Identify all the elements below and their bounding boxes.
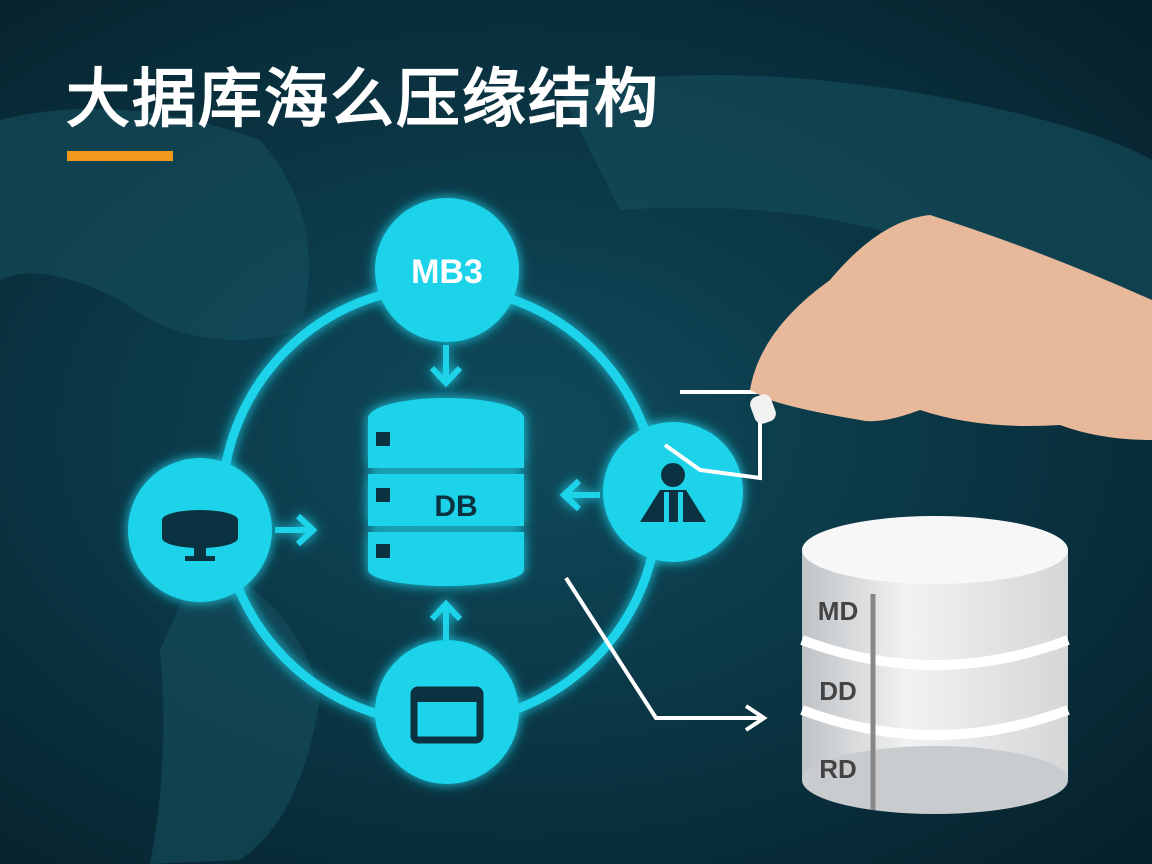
top-node[interactable] (375, 198, 519, 342)
monitor-icon (410, 686, 484, 744)
top-node-label: MB3 (411, 253, 483, 291)
page-title: 大据库海么压缘结构 (66, 63, 660, 137)
disk-monitor-icon (162, 510, 238, 561)
user-group-icon (640, 463, 706, 522)
center-database[interactable] (368, 398, 524, 586)
center-db-label: DB (434, 490, 477, 523)
bottom-node[interactable] (375, 640, 519, 784)
flow-arrows (275, 345, 600, 640)
data-card-outline (663, 390, 762, 481)
hand-image (750, 215, 1152, 440)
title-underline (67, 151, 173, 161)
storage-database[interactable] (800, 516, 1070, 814)
db-slot-icons (376, 432, 390, 558)
connector-arrow (564, 576, 768, 732)
storage-layer-label: DD (819, 676, 857, 706)
data-chip (750, 394, 776, 424)
storage-layer-label: RD (819, 754, 857, 784)
storage-layer-label: MD (818, 596, 858, 626)
